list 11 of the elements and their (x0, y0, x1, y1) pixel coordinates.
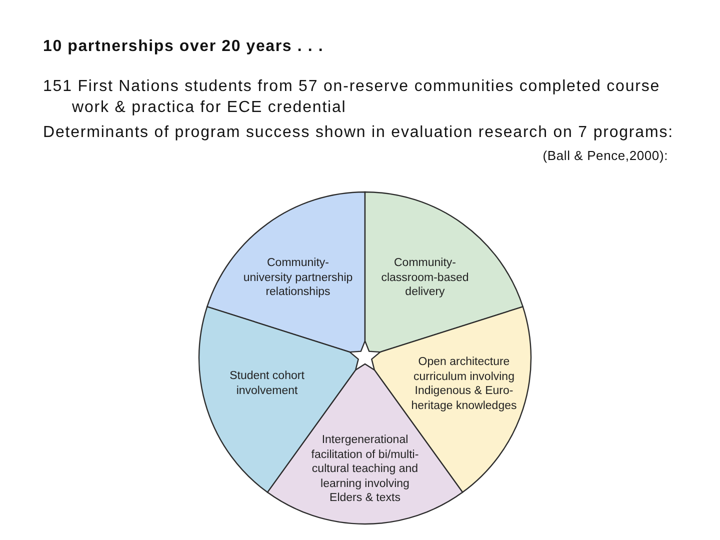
note-text: 151 First Nations students from 57 on-reserve communities completed course work & practica for ECE credential (43, 77, 662, 118)
segment-label: Open architecture curriculum involving Indigenous & Euro-heritage knowledges (410, 355, 518, 413)
pie-segment (364, 191, 524, 354)
pie-segment (206, 191, 366, 354)
segment-label: Community-classroom-based delivery (380, 256, 470, 300)
citation: (Ball & Pence,2000): (542, 148, 668, 163)
segment-label: Community-university partnership relationships (243, 256, 353, 300)
note-text: Determinants of program success shown in evaluation research on 7 programs: (43, 123, 674, 143)
segment-label: Intergenerational facilitation of bi/multi-cultural teaching and learning involving Elders & texts (310, 433, 420, 506)
segment-label: Student cohort involvement (228, 369, 306, 398)
heading: 10 partnerships over 20 years . . . (43, 37, 324, 56)
